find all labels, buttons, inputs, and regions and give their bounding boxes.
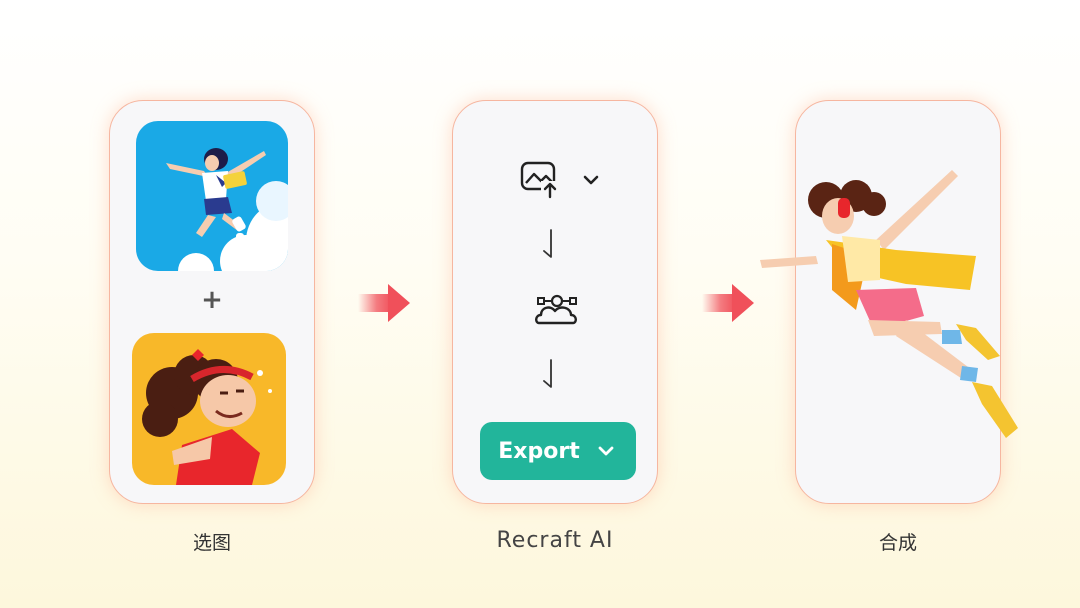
source-image-portrait-girl[interactable] bbox=[132, 333, 286, 485]
portrait-girl-illustration bbox=[132, 333, 286, 485]
step-arrow-icon bbox=[541, 359, 555, 395]
step-caption-recraft: Recraft AI bbox=[496, 528, 614, 553]
select-images-card: + bbox=[109, 100, 315, 504]
flow-arrow-right-icon bbox=[702, 284, 754, 322]
step-arrow-icon bbox=[541, 229, 555, 265]
source-image-jumping-girl[interactable] bbox=[136, 121, 288, 271]
vector-cloud-icon[interactable] bbox=[535, 293, 579, 333]
jumping-girl-illustration bbox=[136, 121, 288, 271]
plus-sign: + bbox=[201, 285, 223, 315]
chevron-down-icon[interactable] bbox=[583, 171, 599, 190]
composite-girl-illustration bbox=[760, 170, 1018, 438]
flow-arrow-right-icon bbox=[358, 284, 410, 322]
export-button[interactable]: Export bbox=[480, 422, 636, 480]
export-chevron-down-icon[interactable] bbox=[598, 445, 614, 457]
image-upload-icon[interactable] bbox=[519, 159, 561, 203]
export-button-label: Export bbox=[498, 438, 580, 464]
step-caption-result: 合成 bbox=[878, 532, 917, 554]
step-caption-select: 选图 bbox=[192, 532, 231, 554]
recraft-workflow-card: Export bbox=[452, 100, 658, 504]
